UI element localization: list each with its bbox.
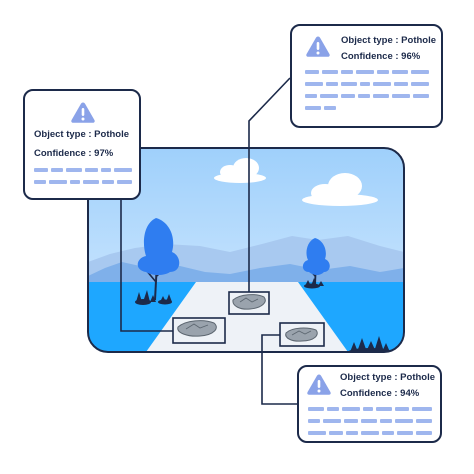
cloud-icon [214,158,266,183]
placeholder-text-lines [305,70,429,110]
tree-right [302,238,330,289]
camera-view-frame [87,147,405,353]
detection-card-left: Object type : Pothole Confidence : 97% [23,89,141,200]
confidence-label: Confidence : 96% [341,51,421,62]
placeholder-text-lines [308,407,432,435]
warning-triangle-icon [71,102,95,123]
pothole-right [285,327,318,342]
connector-line-right [261,334,297,405]
bush [348,336,392,352]
cloud-icon [302,173,378,206]
camera-view [88,148,404,352]
connector-line-far [248,77,291,292]
pothole-left [177,320,217,337]
placeholder-text-lines [34,168,132,184]
object-type-label: Object type : Pothole [341,35,437,46]
warning-triangle-icon [307,374,331,395]
object-type-label: Object type : Pothole [340,372,436,383]
connector-line-left [120,200,173,332]
detection-card-top-right: Object type : Pothole Confidence : 96% [290,24,443,128]
confidence-label: Confidence : 94% [340,388,420,399]
tree-left [135,218,180,305]
object-type-label: Object type : Pothole [34,129,130,140]
pothole-far [232,294,266,310]
warning-triangle-icon [306,36,330,57]
confidence-label: Confidence : 97% [34,148,114,159]
detection-card-bottom-right: Object type : Pothole Confidence : 94% [297,365,442,443]
